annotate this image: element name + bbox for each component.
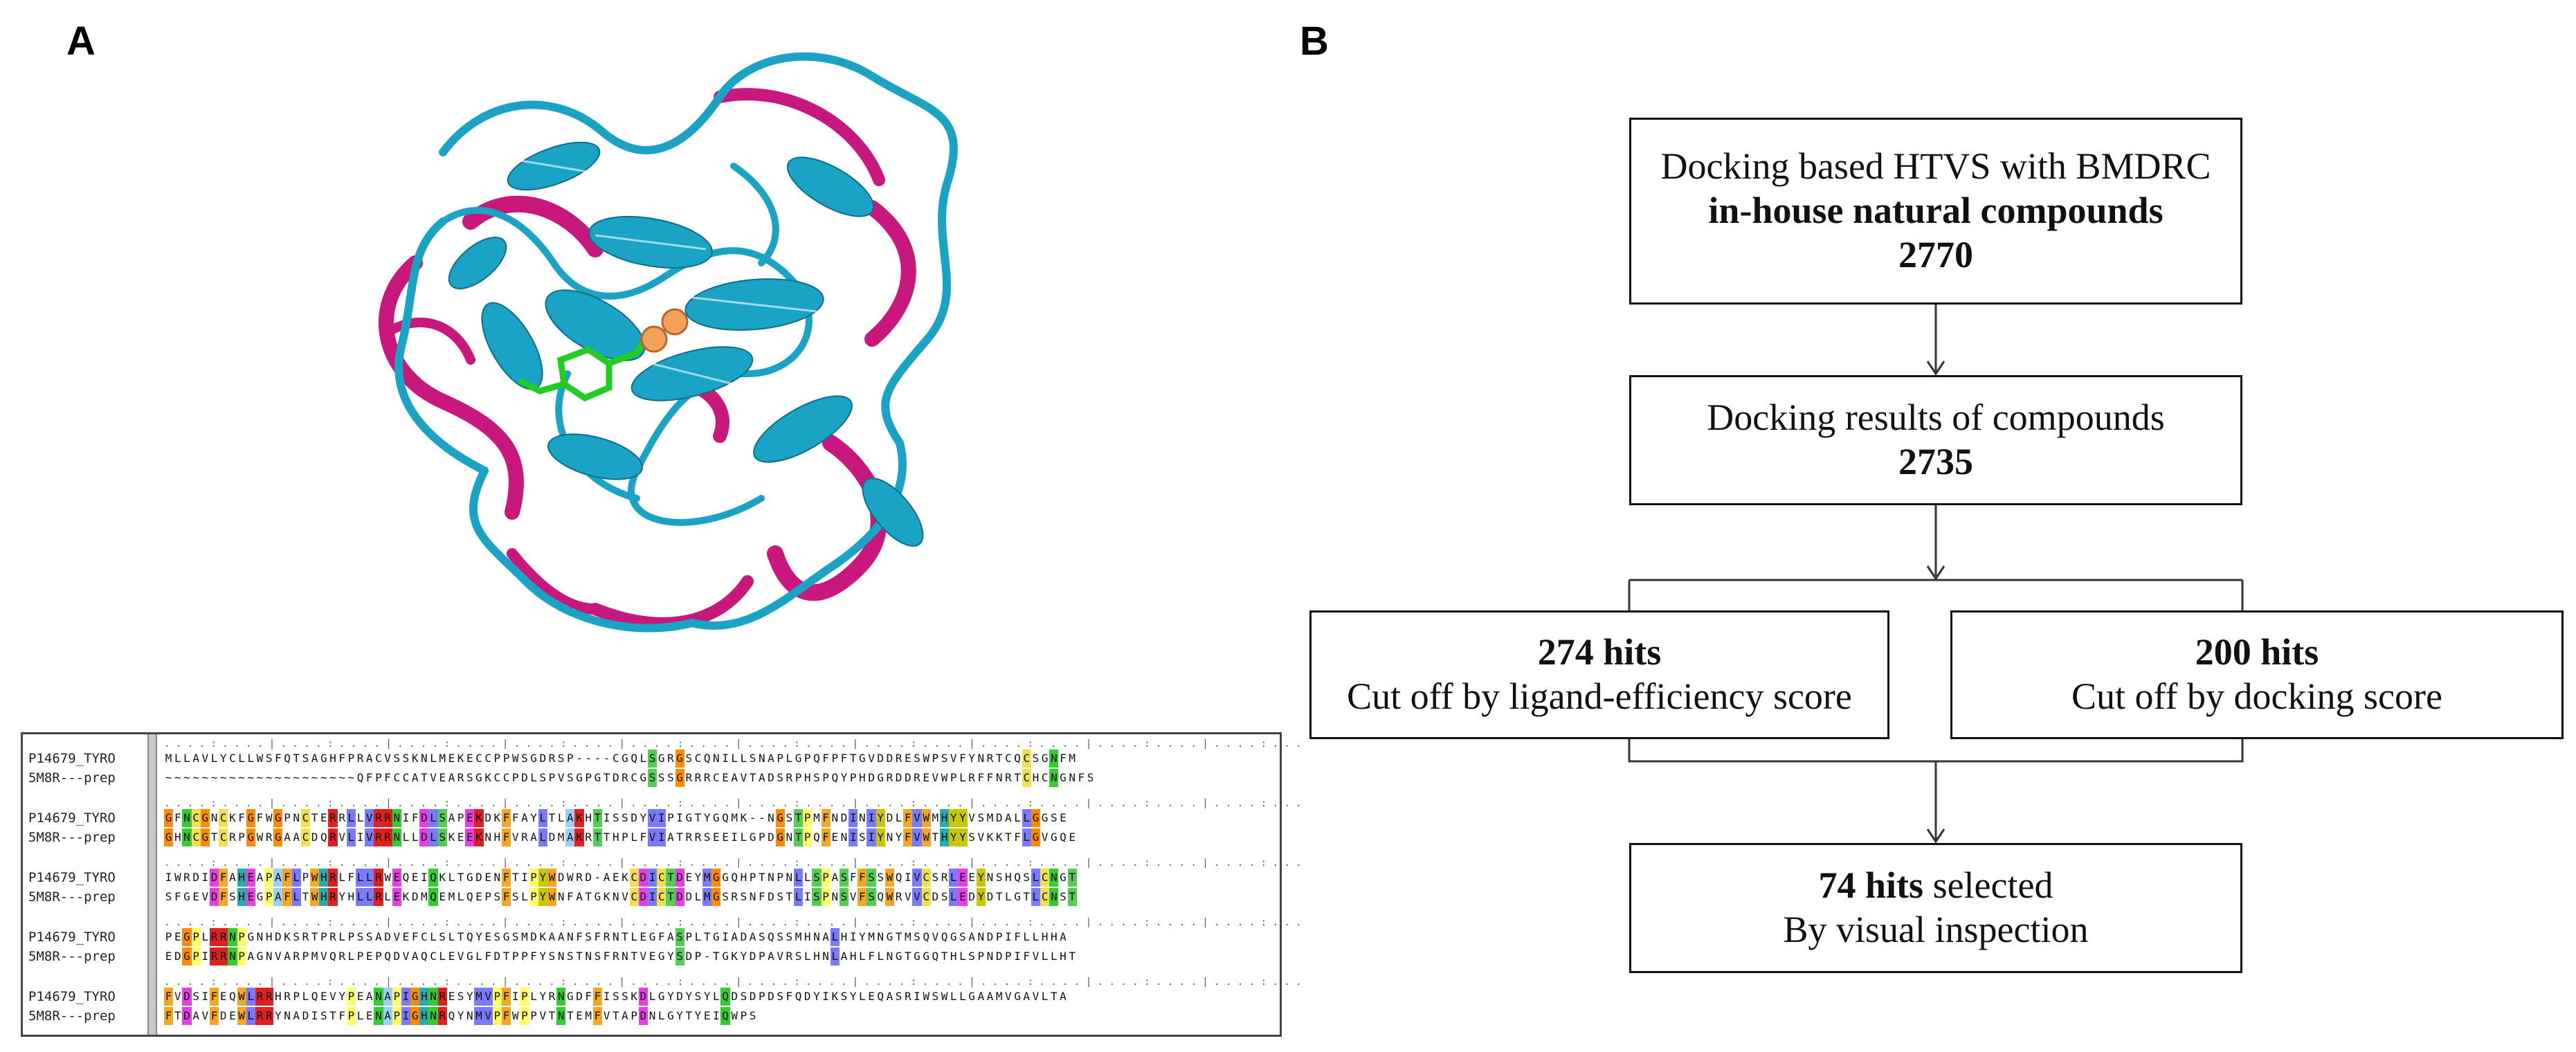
alignment-ruler: . . . . : . . . . | . . . . : . . . . | … — [164, 917, 1302, 928]
box5-line2: By visual inspection — [1783, 909, 2089, 950]
box1-line2: in-house natural compounds — [1708, 190, 2164, 232]
alignment-ruler: . . . . : . . . . | . . . . : . . . . | … — [164, 738, 1302, 750]
metal-ion — [661, 308, 689, 336]
flow-box-docking-results: Docking results of compounds 2735 — [1629, 375, 2242, 505]
box5-bold: 74 hits — [1818, 864, 1924, 907]
alignment-separator — [147, 734, 157, 1035]
alignment-row-name: 5M8R---prep — [28, 1008, 116, 1024]
panel-label-b: B — [1300, 19, 1329, 64]
alignment-row-name: 5M8R---prep — [28, 830, 116, 845]
box3-bold: 274 hits — [1537, 631, 1662, 673]
alignment-row-name: P14679_TYRO — [28, 810, 116, 826]
box5-rest: selected — [1923, 864, 2053, 907]
box2-line2: 2735 — [1898, 441, 1973, 482]
box2-line1: Docking results of compounds — [1707, 397, 2165, 439]
alignment-row-name: P14679_TYRO — [28, 870, 116, 885]
box4-line2: Cut off by docking score — [2071, 675, 2442, 717]
alignment-row-name: P14679_TYRO — [28, 929, 116, 945]
protein-structure-image — [378, 52, 958, 633]
panel-label-a: A — [66, 19, 96, 64]
alignment-ruler: . . . . : . . . . | . . . . : . . . . | … — [164, 977, 1302, 988]
box1-line1: Docking based HTVS with BMDRC — [1660, 145, 2211, 188]
alignment-row-name: P14679_TYRO — [28, 751, 116, 766]
flow-box-docking-score: 200 hits Cut off by docking score — [1950, 610, 2564, 739]
alignment-row-name: 5M8R---prep — [28, 889, 116, 905]
alignment-ruler: . . . . : . . . . | . . . . : . . . . | … — [164, 798, 1302, 809]
box3-line2: Cut off by ligand-efficiency score — [1347, 675, 1852, 717]
alignment-ruler: . . . . : . . . . | . . . . : . . . . | … — [164, 858, 1302, 869]
alignment-row-name: 5M8R---prep — [28, 949, 116, 964]
metal-ion — [640, 325, 668, 353]
flow-box-ligand-efficiency: 274 hits Cut off by ligand-efficiency sc… — [1309, 610, 1889, 739]
merge-bracket — [1628, 739, 2244, 763]
alignment-row-name: P14679_TYRO — [28, 989, 116, 1004]
flow-box-visual-inspection: 74 hits selected By visual inspection — [1629, 843, 2242, 973]
box1-line3: 2770 — [1898, 233, 1973, 275]
box4-bold: 200 hits — [2195, 631, 2319, 673]
sequence-alignment: . . . . : . . . . | . . . . : . . . . | … — [21, 732, 1302, 1037]
split-bracket — [1628, 579, 2244, 610]
alignment-row-name: 5M8R---prep — [28, 770, 116, 786]
flow-box-htvs: Docking based HTVS with BMDRC in-house n… — [1629, 118, 2242, 305]
